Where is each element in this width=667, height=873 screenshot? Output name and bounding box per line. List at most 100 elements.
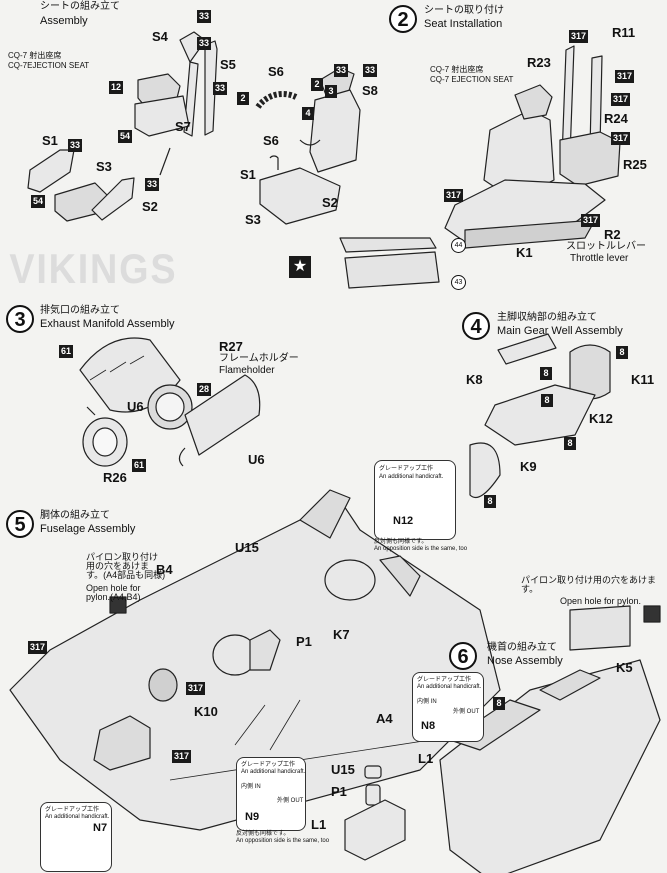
paint-code: 317 [444,189,464,202]
paint-code: 8 [540,367,552,380]
part-label: R24 [604,111,628,126]
step4-title-en: Main Gear Well Assembly [497,325,623,337]
paint-code: 3 [325,85,337,98]
paint-code: 33 [145,178,160,191]
paint-code: 8 [564,437,576,450]
step4-number: 4 [462,312,490,340]
part-label: K9 [520,459,537,474]
part-label: A4 [376,711,393,726]
tip-box-n7: グレードアップ工作 An additional handicraft. N7 [40,802,112,872]
part-label: K11 [631,372,655,387]
step1-title-jp: シートの組み立て [40,1,120,12]
paint-code: 8 [541,394,553,407]
paint-code: 317 [581,214,601,227]
part-label: R11 [612,25,636,40]
part-label: P1 [296,634,312,649]
part-label: L1 [418,751,434,766]
step6-title-jp: 機首の組み立て [487,642,557,653]
pylon-note-en: Open hole for pylon.(A4,B4) [86,583,141,602]
paint-code: 8 [616,346,628,359]
pylon-note-en: Open hole for pylon. [560,596,642,606]
star-marking-icon: ★ [289,256,311,278]
paint-code: 33 [197,10,212,23]
paint-code: 8 [493,697,505,710]
throttle-jp: スロットルレバー [566,241,646,252]
background-watermark: VIKINGS [9,245,178,292]
paint-code: 8 [484,495,496,508]
step4-title-jp: 主脚収納部の組み立て [497,312,597,323]
part-label: S1 [42,133,58,148]
step2-title-jp: シートの取り付け [424,5,504,16]
paint-code: 61 [132,459,147,472]
paint-code: 33 [334,64,349,77]
step1-title-en: Assembly [40,15,88,27]
decal-number: 43 [451,275,466,290]
paint-code: 54 [118,130,133,143]
paint-code: 317 [615,70,635,83]
paint-code: 2 [311,78,323,91]
decal-number: 44 [451,238,466,253]
step2-title-en: Seat Installation [424,18,503,30]
paint-code: 4 [302,107,314,120]
paint-code: 12 [109,81,124,94]
part-label: U15 [235,540,259,555]
step1-seat-en: CQ-7EJECTION SEAT [8,61,90,70]
step2-number: 2 [389,5,417,33]
part-label: S2 [142,199,158,214]
part-label: L1 [311,817,327,832]
pylon-note-jp: パイロン取り付け用の穴をあけます。 [521,575,657,594]
part-label: K12 [589,411,613,426]
step6-title-en: Nose Assembly [487,655,563,667]
part-label: R25 [623,157,647,172]
step2-seat-en: CQ-7 EJECTION SEAT [430,75,514,84]
part-label: U15 [331,762,355,777]
part-label: S4 [152,29,168,44]
tip-note-en: An opposition side is the same, too [374,546,468,552]
tip-note-en: An opposition side is the same, too [236,838,330,844]
part-label: K10 [194,704,218,719]
part-label: B4 [156,562,173,577]
part-label: S8 [362,83,378,98]
step2-seat-jp: CQ-7 射出座席 [430,65,484,74]
step3-title-jp: 排気口の組み立て [40,305,120,316]
step1-seat-jp: CQ-7 射出座席 [8,51,62,60]
part-label: U6 [248,452,265,467]
part-label: R23 [527,55,551,70]
step5-title-jp: 胴体の組み立て [40,510,110,521]
tip-note-jp: 反対側も同様です。 [374,539,428,545]
paint-code: 317 [569,30,589,43]
part-label: S6 [268,64,284,79]
part-label: S3 [245,212,261,227]
part-label: S1 [240,167,256,182]
part-label: K5 [616,660,633,675]
paint-code: 33 [68,139,83,152]
tip-box-n9: グレードアップ工作 An additional handicraft. 内側 I… [236,757,306,831]
flameholder-jp: フレームホルダー [219,353,299,364]
paint-code: 317 [28,641,48,654]
part-label: R2 [604,227,621,242]
part-label: K7 [333,627,350,642]
step6-number: 6 [449,642,477,670]
paint-code: 2 [237,92,249,105]
step3-title-en: Exhaust Manifold Assembly [40,318,175,330]
part-label: S3 [96,159,112,174]
paint-code: 28 [197,383,212,396]
step5-number: 5 [6,510,34,538]
paint-code: 317 [186,682,206,695]
paint-code: 33 [197,37,212,50]
tip-box-n8: グレードアップ工作 An additional handicraft. 内側 I… [412,672,484,742]
part-label: S7 [175,119,191,134]
step5-title-en: Fuselage Assembly [40,523,136,535]
step3-number: 3 [6,305,34,333]
part-label: U6 [127,399,144,414]
paint-code: 317 [172,750,192,763]
part-label: K1 [516,245,533,260]
pylon-note-jp: パイロン取り付け用の穴をあけます。(A4部品も同様) [86,552,166,580]
paint-code: 54 [31,195,46,208]
throttle-en: Throttle lever [570,253,629,264]
tip-box-n12: グレードアップ工作 An additional handicraft. N12 [374,460,456,540]
part-label: S2 [322,195,338,210]
paint-code: 33 [213,82,228,95]
part-label: S5 [220,57,236,72]
